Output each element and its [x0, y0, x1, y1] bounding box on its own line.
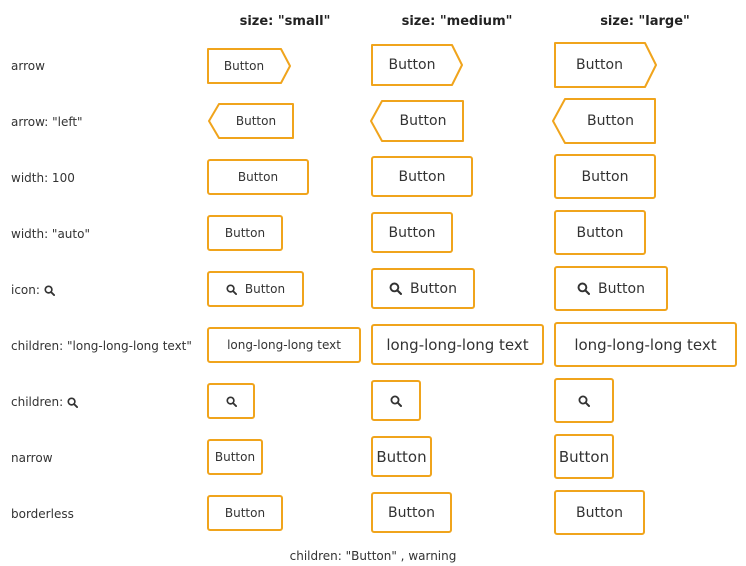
search-icon	[67, 396, 79, 408]
button-label: Button	[224, 506, 266, 520]
icon-only-button-small[interactable]	[207, 383, 255, 419]
button-label: Button	[576, 224, 624, 241]
icon-button-large[interactable]: Button	[554, 266, 668, 311]
borderless-button-medium[interactable]: Button	[371, 492, 452, 533]
row-label-arrow-left: arrow: "left"	[11, 112, 83, 132]
arrow-left-button-small[interactable]: Button	[208, 103, 294, 139]
search-icon	[390, 395, 402, 407]
search-icon	[226, 283, 237, 295]
button-label: long-long-long text	[386, 335, 529, 354]
button-label: long-long-long text	[574, 335, 717, 354]
row-label-borderless: borderless	[11, 504, 74, 524]
width-100-button-medium[interactable]: Button	[371, 156, 473, 197]
story-caption: children: "Button" , warning	[289, 549, 457, 563]
button-label: Button	[388, 504, 435, 521]
search-icon	[225, 395, 237, 407]
row-label-children-long: children: "long-long-long text"	[11, 336, 192, 356]
row-label-arrow: arrow	[11, 56, 45, 76]
search-icon	[44, 284, 55, 296]
row-label-text: arrow	[11, 59, 45, 73]
width-auto-button-small[interactable]: Button	[207, 215, 283, 251]
row-label-narrow: narrow	[11, 448, 53, 468]
borderless-button-small[interactable]: Button	[207, 495, 283, 531]
row-label-text: width: 100	[11, 171, 75, 185]
long-text-button-small[interactable]: long-long-long text	[207, 327, 361, 363]
column-header-small: size: "small"	[239, 14, 331, 29]
arrow-button-medium[interactable]: Button	[371, 44, 463, 86]
button-label: Button	[581, 168, 629, 185]
button-label: Button	[576, 57, 623, 73]
row-label-text: children:	[11, 395, 64, 409]
icon-button-small[interactable]: Button	[207, 271, 304, 307]
icon-button-medium[interactable]: Button	[371, 268, 475, 309]
button-label: Button	[237, 170, 279, 184]
arrow-button-small[interactable]: Button	[207, 48, 291, 84]
row-label-width-100: width: 100	[11, 168, 75, 188]
button-label: Button	[558, 447, 610, 466]
long-text-button-medium[interactable]: long-long-long text	[371, 324, 544, 365]
row-label-text: children: "long-long-long text"	[11, 339, 192, 353]
button-label: Button	[388, 57, 436, 73]
button-label: Button	[224, 226, 266, 240]
button-label: Button	[576, 504, 623, 521]
button-label: long-long-long text	[227, 338, 341, 352]
button-label: Button	[244, 282, 286, 296]
column-header-large: size: "large"	[600, 14, 690, 29]
button-label: Button	[398, 168, 446, 185]
narrow-button-small[interactable]: Button	[207, 439, 263, 475]
search-icon	[578, 395, 590, 407]
button-label: Button	[223, 59, 265, 73]
width-auto-button-large[interactable]: Button	[554, 210, 646, 255]
width-auto-button-medium[interactable]: Button	[371, 212, 453, 253]
row-label-text: borderless	[11, 507, 74, 521]
button-label: Button	[587, 113, 634, 129]
width-100-button-large[interactable]: Button	[554, 154, 656, 199]
icon-only-button-medium[interactable]	[371, 380, 421, 421]
narrow-button-medium[interactable]: Button	[371, 436, 432, 477]
borderless-button-large[interactable]: Button	[554, 490, 645, 535]
row-label-text: icon:	[11, 283, 40, 297]
column-header-medium: size: "medium"	[401, 14, 513, 29]
button-label: Button	[410, 280, 457, 297]
row-label-text: width: "auto"	[11, 227, 90, 241]
arrow-left-button-medium[interactable]: Button	[370, 100, 464, 142]
row-label-text: arrow: "left"	[11, 115, 83, 129]
button-label: Button	[598, 280, 645, 297]
button-label: Button	[388, 224, 436, 241]
row-label-icon: icon:	[11, 280, 55, 300]
width-100-button-small[interactable]: Button	[207, 159, 309, 195]
arrow-button-large[interactable]: Button	[554, 42, 657, 88]
row-label-children-icon: children:	[11, 392, 79, 412]
button-label: Button	[399, 113, 447, 129]
search-icon	[577, 282, 591, 295]
long-text-button-large[interactable]: long-long-long text	[554, 322, 737, 367]
arrow-left-button-large[interactable]: Button	[552, 98, 656, 144]
button-label: Button	[214, 450, 256, 464]
row-label-text: narrow	[11, 451, 53, 465]
button-label: Button	[376, 447, 427, 466]
narrow-button-large[interactable]: Button	[554, 434, 614, 479]
row-label-width-auto: width: "auto"	[11, 224, 90, 244]
search-icon	[389, 282, 403, 295]
icon-only-button-large[interactable]	[554, 378, 614, 423]
button-label: Button	[235, 114, 277, 128]
